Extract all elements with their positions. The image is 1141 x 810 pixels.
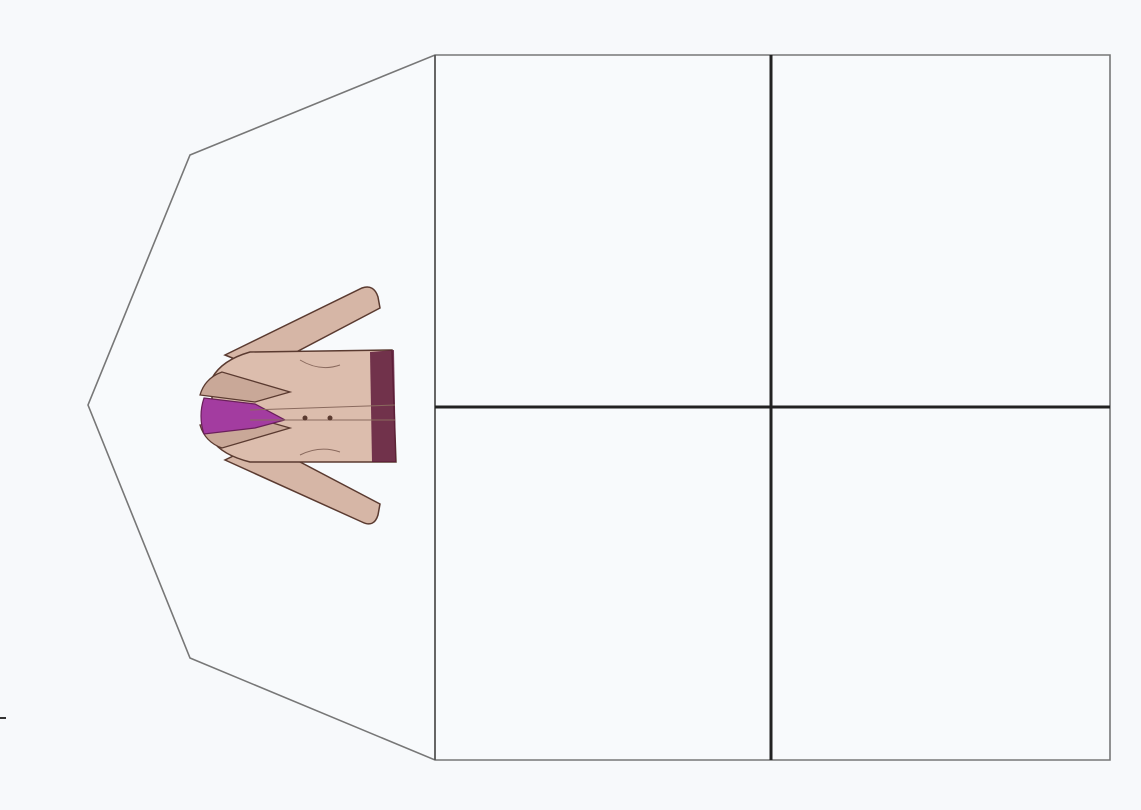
grid-cell-bottom-right[interactable] bbox=[773, 409, 1108, 758]
grid-cell-top-left[interactable] bbox=[437, 57, 769, 405]
grid-cell-top-right[interactable] bbox=[773, 57, 1108, 405]
grid-cell-bottom-left[interactable] bbox=[437, 409, 769, 758]
